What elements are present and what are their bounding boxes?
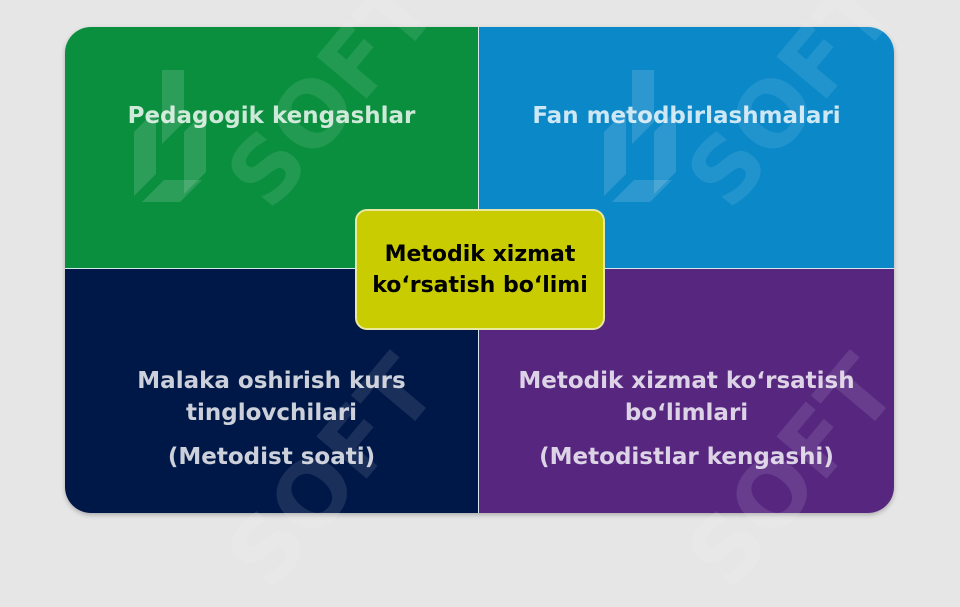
quadrant-label: Fan metodbirlashmalari [532, 103, 841, 129]
center-label-line1: Metodik xizmat [384, 241, 576, 267]
center-label-line2: koʻrsatish boʻlimi [372, 272, 588, 298]
quadrant-training-courses: Malaka oshirish kurs tinglovchilari (Met… [65, 269, 479, 513]
center-node: Metodik xizmat koʻrsatish boʻlimi [355, 209, 605, 330]
quadrant-label: Pedagogik kengashlar [127, 103, 416, 129]
quadrant-pedagogical-councils: Pedagogik kengashlar [65, 27, 479, 269]
quadrant-label-line2: boʻlimlari [624, 400, 749, 426]
quadrant-subject-associations: Fan metodbirlashmalari [479, 27, 894, 269]
diagram-grid: Pedagogik kengashlar Fan metodbirlashmal… [65, 27, 894, 513]
quadrant-label-line1: Malaka oshirish kurs [137, 368, 406, 394]
quadrant-label-line2: tinglovchilari [186, 400, 357, 426]
quadrant-sublabel: (Metodist soati) [167, 444, 376, 470]
quadrant-label-line1: Metodik xizmat koʻrsatish [518, 368, 855, 394]
quadrant-sublabel: (Metodistlar kengashi) [539, 444, 834, 470]
